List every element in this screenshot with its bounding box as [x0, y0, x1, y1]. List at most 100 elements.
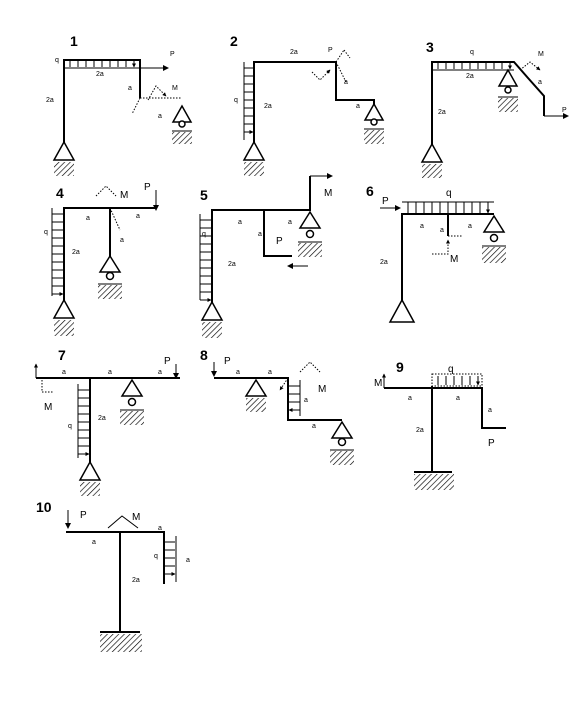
- pin-support: [52, 298, 76, 336]
- fixed-support: [100, 631, 142, 652]
- label-a: a: [420, 223, 424, 230]
- label-a: a: [236, 369, 240, 376]
- label-M: M: [172, 85, 178, 92]
- roller-support: [497, 68, 519, 112]
- label-a: a: [158, 369, 162, 376]
- label-P: P: [488, 438, 495, 449]
- distributed-load: [64, 59, 140, 68]
- pin-support: [52, 140, 76, 176]
- label-a: a: [136, 213, 140, 220]
- label-a: a: [312, 423, 316, 430]
- roller-support: [330, 420, 354, 465]
- label-2a: 2a: [380, 259, 388, 266]
- label-2a: 2a: [72, 249, 80, 256]
- label-M: M: [120, 190, 128, 201]
- pin-support: [242, 140, 266, 176]
- problem-7: 7 a a P M a q 2a: [34, 347, 180, 496]
- label-2a: 2a: [132, 577, 140, 584]
- roller-support: [298, 210, 322, 257]
- label-a: a: [408, 395, 412, 402]
- label-a: a: [268, 369, 272, 376]
- label-2a: 2a: [466, 73, 474, 80]
- moment-arrow: [519, 61, 541, 71]
- label-P: P: [224, 356, 231, 367]
- label-P: P: [80, 510, 87, 521]
- problem-3: 3 q M 2a P a 2a: [420, 39, 569, 178]
- roller-support: [363, 102, 385, 144]
- label-2a: 2a: [438, 109, 446, 116]
- label-2a: 2a: [416, 427, 424, 434]
- distributed-load: [51, 208, 63, 296]
- label-M: M: [538, 51, 544, 58]
- problem-5: 5 M q a a a P 2a: [199, 173, 333, 338]
- label-M: M: [44, 402, 52, 413]
- problem-9: 9 q M a a a 2a P: [374, 359, 506, 490]
- label-a: a: [356, 103, 360, 110]
- label-2a: 2a: [228, 261, 236, 268]
- distributed-load: [77, 384, 89, 458]
- problem-10: 10 P M a a q a 2a: [36, 499, 190, 652]
- problem-number: 10: [36, 499, 52, 515]
- label-q: q: [446, 188, 452, 199]
- problem-1: 1 q 2a P 2a a M a: [46, 33, 193, 176]
- label-a: a: [120, 237, 124, 244]
- label-P: P: [164, 356, 171, 367]
- problem-number: 2: [230, 33, 238, 49]
- problem-number: 7: [58, 347, 66, 363]
- moment-arrow: [432, 239, 450, 255]
- label-q: q: [44, 229, 48, 236]
- label-a: a: [238, 219, 242, 226]
- label-a: a: [92, 539, 96, 546]
- label-a: a: [258, 231, 262, 238]
- problem-number: 4: [56, 185, 64, 201]
- label-2a: 2a: [96, 71, 104, 78]
- label-M: M: [324, 188, 332, 199]
- moment-arrow: [107, 515, 139, 529]
- roller-support: [98, 254, 122, 299]
- roller-support: [482, 214, 506, 263]
- label-q: q: [55, 57, 59, 64]
- label-a: a: [488, 407, 492, 414]
- label-2a: 2a: [98, 415, 106, 422]
- distributed-load: [431, 373, 483, 386]
- distributed-load: [289, 380, 301, 416]
- problem-6: 6 q P a a a M 2a: [366, 183, 506, 323]
- pin-support: [78, 460, 102, 496]
- label-P: P: [328, 47, 333, 54]
- label-P: P: [170, 51, 175, 58]
- label-q: q: [68, 423, 72, 430]
- label-q: q: [448, 364, 454, 375]
- label-P: P: [382, 196, 389, 207]
- label-q: q: [470, 49, 474, 56]
- label-a: a: [456, 395, 460, 402]
- label-P: P: [562, 107, 567, 114]
- label-a: a: [108, 369, 112, 376]
- problem-2: 2 2a P q 2a a a: [230, 33, 385, 176]
- problem-number: 6: [366, 183, 374, 199]
- label-a: a: [538, 79, 542, 86]
- label-2a: 2a: [46, 97, 54, 104]
- problem-number: 1: [70, 33, 78, 49]
- label-a: a: [344, 79, 348, 86]
- problem-4: 4 M P q a a a 2a: [44, 182, 159, 336]
- distributed-load: [432, 61, 514, 70]
- label-a: a: [62, 369, 66, 376]
- label-a: a: [158, 525, 162, 532]
- moment-arrow: [147, 85, 167, 101]
- label-M: M: [374, 378, 382, 389]
- label-a: a: [86, 215, 90, 222]
- distributed-load: [243, 62, 253, 140]
- label-a: a: [440, 227, 444, 234]
- label-a: a: [128, 85, 132, 92]
- roller-support: [171, 104, 193, 144]
- label-a: a: [288, 219, 292, 226]
- problem-number: 5: [200, 187, 208, 203]
- pin-support: [420, 142, 444, 178]
- problem-number: 8: [200, 347, 208, 363]
- label-a: a: [186, 557, 190, 564]
- label-q: q: [202, 231, 206, 238]
- label-a: a: [304, 397, 308, 404]
- pin-support: [388, 298, 416, 323]
- pin-support: [200, 300, 224, 338]
